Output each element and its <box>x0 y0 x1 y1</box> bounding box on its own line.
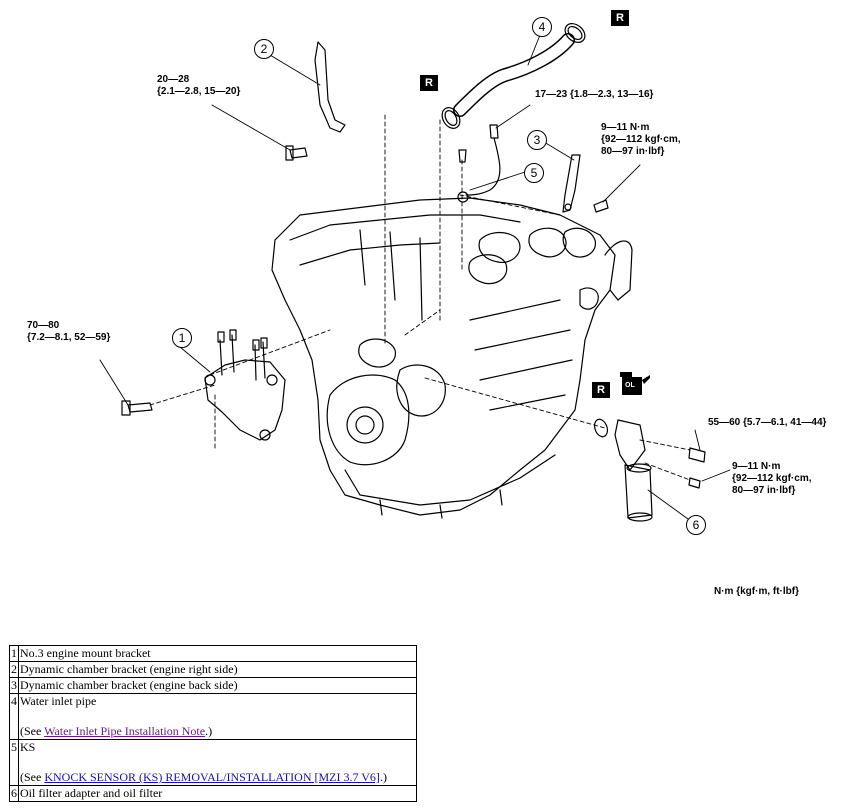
torque-spec-bracket-2-bolt: 20—28 {2.1—2.8, 15—20} <box>157 74 241 97</box>
table-row: 6 Oil filter adapter and oil filter <box>9 785 417 802</box>
table-row: 2 Dynamic chamber bracket (engine right … <box>9 661 417 678</box>
engine-block-outline <box>271 197 616 516</box>
torque-units-legend: N·m {kgf·m, ft·lbf} <box>714 586 799 597</box>
water-inlet-pipe-note-link[interactable]: Water Inlet Pipe Installation Note <box>44 724 206 738</box>
part-number: 3 <box>9 677 19 694</box>
part-cell: Water inlet pipe (See Water Inlet Pipe I… <box>18 693 417 740</box>
table-row: 1 No.3 engine mount bracket <box>9 645 417 662</box>
see-prefix: (See <box>20 724 45 738</box>
table-row: 3 Dynamic chamber bracket (engine back s… <box>9 677 417 694</box>
callout-3: 3 <box>527 130 547 150</box>
callout-4: 4 <box>532 17 552 37</box>
part-cell: KS (See KNOCK SENSOR (KS) REMOVAL/INSTAL… <box>18 739 417 786</box>
torque-spec-knock-sensor: 17—23 {1.8—2.3, 13—16} <box>535 89 654 100</box>
replace-badge: R <box>592 382 610 398</box>
callout-1: 1 <box>172 328 192 348</box>
table-row: 5 KS (See KNOCK SENSOR (KS) REMOVAL/INST… <box>9 739 417 786</box>
engine-illustration <box>99 23 731 522</box>
part-name: Water inlet pipe <box>20 694 97 708</box>
replace-badge: R <box>611 10 629 26</box>
part-number: 4 <box>9 693 19 740</box>
callout-6: 6 <box>686 515 706 535</box>
parts-table: 1 No.3 engine mount bracket 2 Dynamic ch… <box>9 645 417 802</box>
part-number: 1 <box>9 645 19 662</box>
part-number: 5 <box>9 739 19 786</box>
part-name: Dynamic chamber bracket (engine right si… <box>18 661 417 678</box>
see-suffix: .) <box>379 770 387 784</box>
see-reference: (See KNOCK SENSOR (KS) REMOVAL/INSTALLAT… <box>20 770 415 785</box>
part-number: 2 <box>9 661 19 678</box>
callout-5: 5 <box>524 163 544 183</box>
oil-can-icon <box>620 372 650 395</box>
see-reference: (See Water Inlet Pipe Installation Note.… <box>20 724 415 739</box>
oil-badge-label: OL <box>625 382 635 389</box>
torque-spec-mount-bracket-bolt: 70—80 {7.2—8.1, 52—59} <box>27 320 111 343</box>
see-prefix: (See <box>20 770 45 784</box>
knock-sensor-procedure-link[interactable]: KNOCK SENSOR (KS) REMOVAL/INSTALLATION [… <box>44 770 380 784</box>
see-suffix: .) <box>205 724 213 738</box>
part-name: KS <box>20 740 36 754</box>
part-name: Dynamic chamber bracket (engine back sid… <box>18 677 417 694</box>
part-name: No.3 engine mount bracket <box>18 645 417 662</box>
table-row: 4 Water inlet pipe (See Water Inlet Pipe… <box>9 693 417 740</box>
part-number: 6 <box>9 785 19 802</box>
torque-spec-bracket-3-bolt: 9—11 N·m {92—112 kgf·cm, 80—97 in·lbf} <box>601 122 681 157</box>
replace-badge: R <box>420 75 438 91</box>
torque-spec-oil-filter-bolt: 9—11 N·m {92—112 kgf·cm, 80—97 in·lbf} <box>732 461 812 496</box>
part-name: Oil filter adapter and oil filter <box>18 785 417 802</box>
torque-spec-oil-filter-adapter: 55—60 {5.7—6.1, 41—44} <box>708 417 827 428</box>
callout-2: 2 <box>254 39 274 59</box>
